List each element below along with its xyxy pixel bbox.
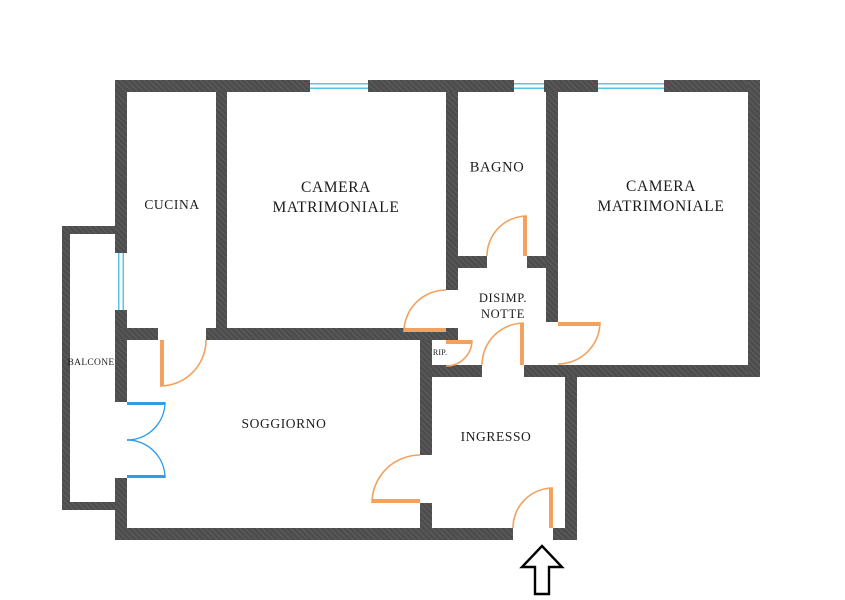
balcony-door-leaf-bottom <box>126 439 166 479</box>
wall-camera2-bottom <box>546 365 760 377</box>
room-label-camera-matrimoniale-1: CAMERA MATRIMONIALE <box>272 178 400 216</box>
door-arc-ripostiglio <box>445 339 473 367</box>
balcony-door-opening <box>115 402 127 478</box>
wall-bagno-bottom-b <box>527 256 546 268</box>
balcony-door-leaf-top <box>126 401 166 441</box>
wall-bottom-left <box>115 528 513 540</box>
room-label-disimpegno-notte: DISIMP. NOTTE <box>478 290 528 321</box>
wall-right <box>748 80 760 377</box>
room-label-cucina: CUCINA <box>144 197 200 213</box>
room-label-balcone: BALCONE <box>67 357 115 368</box>
window-camera1 <box>310 80 368 92</box>
room-label-ripostiglio: RIP. <box>432 347 448 357</box>
wall-ingresso-right <box>565 377 577 540</box>
window-camera2 <box>598 80 664 92</box>
door-arc-cucina <box>159 339 207 387</box>
room-label-soggiorno: SOGGIORNO <box>241 416 327 432</box>
wall-balcone-bottom <box>62 502 115 510</box>
door-arc-disimpegno <box>481 322 525 366</box>
wall-soggiorno-top-b <box>206 328 458 340</box>
wall-cucina-camera1 <box>216 92 227 328</box>
door-arc-soggiorno <box>371 454 421 504</box>
door-arc-entrance <box>512 487 554 529</box>
window-bagno <box>514 80 544 92</box>
room-label-ingresso: INGRESSO <box>460 429 532 445</box>
door-arc-camera1 <box>403 289 447 333</box>
room-label-camera-matrimoniale-2: CAMERA MATRIMONIALE <box>597 177 725 215</box>
wall-disimpegno-bottom-b <box>524 365 546 377</box>
wall-disimpegno-bottom-a <box>420 365 482 377</box>
window-cucina <box>115 253 127 310</box>
wall-soggiorno-ingresso-a <box>420 340 432 455</box>
entrance-arrow-icon <box>519 544 565 596</box>
wall-soggiorno-ingresso-b <box>420 503 432 528</box>
wall-soggiorno-top-a <box>115 328 158 340</box>
door-arc-bagno <box>486 215 528 257</box>
room-label-bagno: BAGNO <box>469 159 525 176</box>
wall-camera1-right-a <box>446 92 458 290</box>
wall-bagno-bottom-a <box>458 256 487 268</box>
door-arc-camera2 <box>557 321 601 365</box>
wall-balcone-top <box>62 226 115 234</box>
wall-balcone-left <box>62 226 70 510</box>
wall-bagno-camera2 <box>546 92 558 322</box>
